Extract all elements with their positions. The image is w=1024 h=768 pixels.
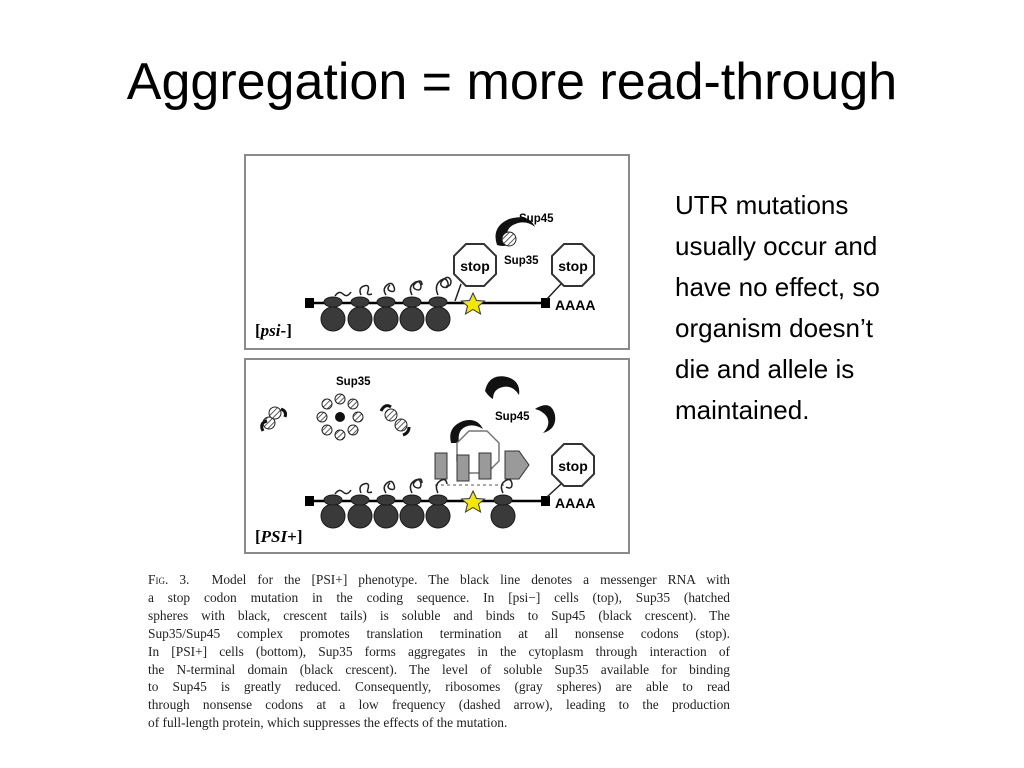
peptide-squiggle: [383, 282, 396, 296]
peptide-squiggle: [334, 291, 352, 297]
sup35-label: Sup35: [504, 255, 539, 267]
mutation-star-icon: [460, 489, 486, 514]
readthrough-peptide: [434, 430, 530, 486]
top-panel-psi-minus: stop Sup45 Sup35 stop AAAA [psi-]: [244, 154, 630, 350]
ribosome-row: [320, 296, 451, 332]
side-note: UTR mutations usually occur and have no …: [675, 190, 880, 425]
caption-line: the N-terminal domain (black crescent). …: [148, 661, 730, 677]
mutation-star-icon: [460, 291, 486, 316]
dashed-arrow-icon: [504, 450, 530, 480]
stop-label: stop: [460, 258, 490, 274]
ribosome-small-subunit: [323, 296, 343, 308]
sup35-aggregate-small: [260, 406, 287, 432]
ribosome: [425, 306, 451, 332]
caption-line: of full-length protein, which suppresses…: [148, 715, 508, 731]
ribosome: [425, 503, 451, 529]
sup35-aggregate-small: [379, 404, 411, 437]
bottom-panel-label: [PSI+]: [255, 527, 303, 546]
ribosome: [347, 503, 373, 529]
nascent-peptides: [334, 276, 452, 297]
polya-tail-label: AAAA: [555, 495, 595, 511]
figure-label: Fig. 3.: [148, 572, 190, 587]
ribosome: [399, 306, 425, 332]
ribosome: [320, 306, 346, 332]
sup45-label: Sup45: [495, 411, 530, 423]
polya-tail-label: AAAA: [555, 297, 595, 313]
sup45-crescent-icon: [535, 405, 556, 433]
caption-line: Fig. 3. Model for the [PSI+] phenotype. …: [148, 572, 731, 587]
mrna-3-end: [541, 496, 550, 506]
slide-title: Aggregation = more read-through: [126, 53, 898, 111]
peptide-squiggle: [359, 284, 373, 296]
sup45-crescent-icon: [450, 420, 483, 443]
caption-line: In [PSI+] cells (bottom), Sup35 forms ag…: [148, 643, 730, 659]
ribosome: [373, 503, 399, 529]
ribosome-row: [320, 494, 516, 529]
caption-line: to Sup45 is greatly reduced. Consequentl…: [148, 679, 730, 695]
peptide-squiggle: [409, 280, 423, 296]
ribosome: [399, 503, 425, 529]
ribosome-small-subunit: [428, 296, 448, 308]
mrna-5-cap: [305, 496, 314, 506]
mrna-5-cap: [305, 298, 314, 308]
sup35-aggregate-star: [316, 393, 364, 441]
ribosome: [490, 503, 516, 529]
caption-line: a stop codon mutation in the coding sequ…: [148, 589, 730, 605]
sup45-crescent-icon: [485, 376, 520, 399]
figure-caption: Fig. 3. Model for the [PSI+] phenotype. …: [148, 571, 730, 732]
ribosome: [373, 306, 399, 332]
sup35-sphere-icon: [501, 231, 517, 247]
sup45-label: Sup45: [519, 213, 554, 225]
nascent-peptides: [334, 478, 513, 495]
svg-text:[psi-]: [psi-]: [255, 321, 292, 340]
stop-connector: [546, 483, 562, 498]
stop-label: stop: [558, 458, 588, 474]
stop-connector: [454, 283, 462, 302]
stop-connector: [546, 283, 562, 300]
svg-text:[PSI+]: [PSI+]: [255, 527, 303, 546]
sup35-label: Sup35: [336, 376, 371, 388]
caption-line: Sup35/Sup45 complex promotes translation…: [148, 625, 730, 641]
ribosome-small-subunit: [350, 296, 370, 308]
bottom-panel-psi-plus: Sup35 Sup45: [244, 358, 630, 554]
mrna-3-end: [541, 298, 550, 308]
peptide-squiggle: [435, 276, 452, 296]
psi-model-figure: stop Sup45 Sup35 stop AAAA [psi-]: [244, 154, 630, 554]
top-panel-label: [psi-]: [255, 321, 292, 340]
ribosome-small-subunit: [376, 296, 396, 308]
caption-line: through nonsense codons at a low frequen…: [148, 697, 730, 713]
ribosome: [320, 503, 346, 529]
ribosome: [347, 306, 373, 332]
ribosome-small-subunit: [402, 296, 422, 308]
stop-label: stop: [558, 258, 588, 274]
caption-line: spheres with black, crescent tails) is s…: [148, 607, 730, 623]
